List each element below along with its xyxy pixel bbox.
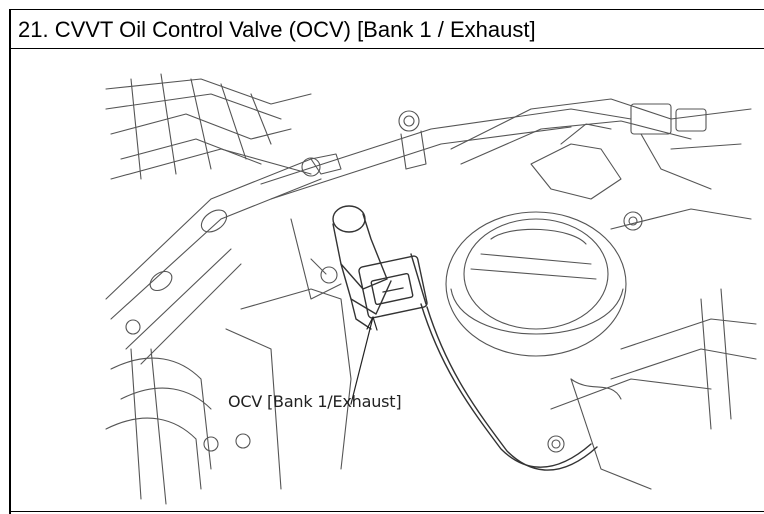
cylinder-head	[260, 108, 632, 300]
manifold-runners	[105, 288, 352, 505]
oil-filler-cap	[445, 211, 627, 357]
callout-leader	[350, 316, 378, 405]
engine-figure	[11, 49, 764, 513]
ocv-valve	[332, 205, 428, 330]
document-frame: 21. CVVT Oil Control Valve (OCV) [Bank 1…	[9, 9, 764, 514]
title-row: 21. CVVT Oil Control Valve (OCV) [Bank 1…	[11, 10, 764, 49]
upper-right-parts	[450, 98, 752, 231]
left-hoses	[105, 158, 322, 365]
ocv-wire	[420, 303, 598, 471]
engine-line-drawing	[105, 73, 757, 505]
upper-harness	[105, 73, 312, 180]
ocv-callout-label: OCV [Bank 1/Exhaust]	[228, 392, 402, 411]
right-cover	[547, 208, 757, 490]
section-title: 21. CVVT Oil Control Valve (OCV) [Bank 1…	[18, 17, 536, 42]
bottom-divider	[9, 511, 764, 512]
